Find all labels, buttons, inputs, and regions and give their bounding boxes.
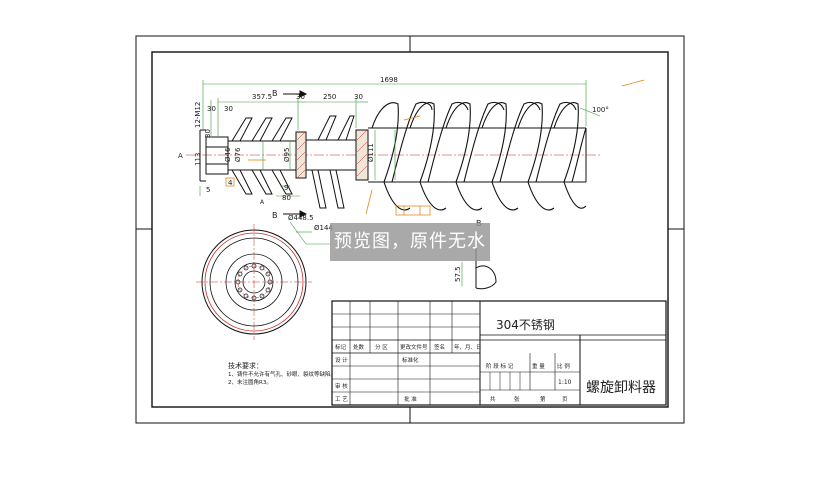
tb-process: 工 艺 (335, 396, 348, 403)
tb-review: 审 核 (335, 382, 348, 390)
tb-stage-2: 比 例 (557, 362, 570, 370)
dim-30a: 30 (224, 105, 233, 113)
dim-4: 4 (228, 179, 233, 187)
tb-stage-1: 重 量 (532, 362, 545, 370)
dim-357: 357.5 (252, 93, 272, 101)
material: 304不锈钢 (496, 318, 555, 332)
notes-line-1: 1、铸件不允许有气孔、砂眼、裂纹等缺陷。 (228, 370, 336, 378)
dim-30b: 30 (296, 93, 305, 101)
tb-approve: 批 准 (404, 395, 417, 403)
drawing-title: 螺旋卸料器 (586, 380, 656, 396)
notes-line-2: 2、未注圆角R3。 (228, 378, 272, 386)
tb-header-5: 年、月、日 (454, 343, 482, 351)
dim-phi144: Ø144 (314, 224, 333, 232)
tb-header-2: 分 区 (375, 343, 388, 351)
dim-phi448: Ø448.5 (288, 214, 314, 222)
centering-marks (136, 36, 684, 423)
section-label-a-mark: A (260, 199, 265, 206)
section-label-a-left: A (178, 152, 183, 160)
tb-stage-0: 阶 段 标 记 (486, 362, 514, 370)
tb-sheet-2: 第 (540, 395, 546, 403)
title-block (331, 300, 667, 406)
main-view: 1698 357.5 30 30 250 30 30 100° 12-M12 3… (178, 76, 645, 228)
dimension-lines (199, 80, 601, 197)
notes-heading: 技术要求： (228, 361, 263, 370)
title-block-text: 标记 处数 分 区 更改文件号 签名 年、月、日 设 计 标准化 审 核 工 艺… (335, 343, 572, 403)
dim-9: 9 (284, 184, 288, 192)
dim-113: 113 (194, 153, 202, 166)
section-label-b-top: B (272, 89, 278, 98)
dim-100deg: 100° (592, 106, 609, 114)
section-label-b-bottom: B (272, 211, 278, 220)
dim-30v: 30 (204, 129, 212, 138)
tb-header-0: 标记 (335, 343, 347, 351)
helical-flights (371, 101, 587, 211)
dim-30c: 30 (354, 93, 363, 101)
preview-watermark: 预览图，原件无水印 (330, 223, 490, 290)
dim-30d: 30 (207, 105, 216, 113)
tb-design: 设 计 (335, 356, 348, 364)
dim-5: 5 (206, 186, 210, 194)
dim-12m12: 12-M12 (194, 102, 202, 128)
tb-standard: 标准化 (402, 356, 419, 364)
tb-scale: 1:10 (558, 379, 572, 386)
dim-phi95: Ø95 (283, 148, 291, 162)
dim-phi46: Ø46 (224, 147, 232, 162)
dim-phi76: Ø76 (234, 147, 242, 162)
dim-250: 250 (323, 93, 336, 101)
dim-80: 80 (282, 194, 291, 202)
dim-phi111: Ø111 (367, 143, 375, 162)
dim-overall: 1698 (380, 76, 398, 84)
tb-sheet-0: 共 (490, 395, 496, 403)
dim-57: 57.5 (454, 266, 462, 282)
tb-header-3: 更改文件号 (400, 343, 428, 351)
tb-header-4: 签名 (434, 343, 445, 351)
tb-sheet-3: 页 (562, 396, 568, 403)
tb-sheet-1: 张 (514, 395, 520, 403)
tb-header-1: 处数 (353, 343, 365, 351)
end-view: Ø448.5 Ø144 (196, 214, 333, 340)
